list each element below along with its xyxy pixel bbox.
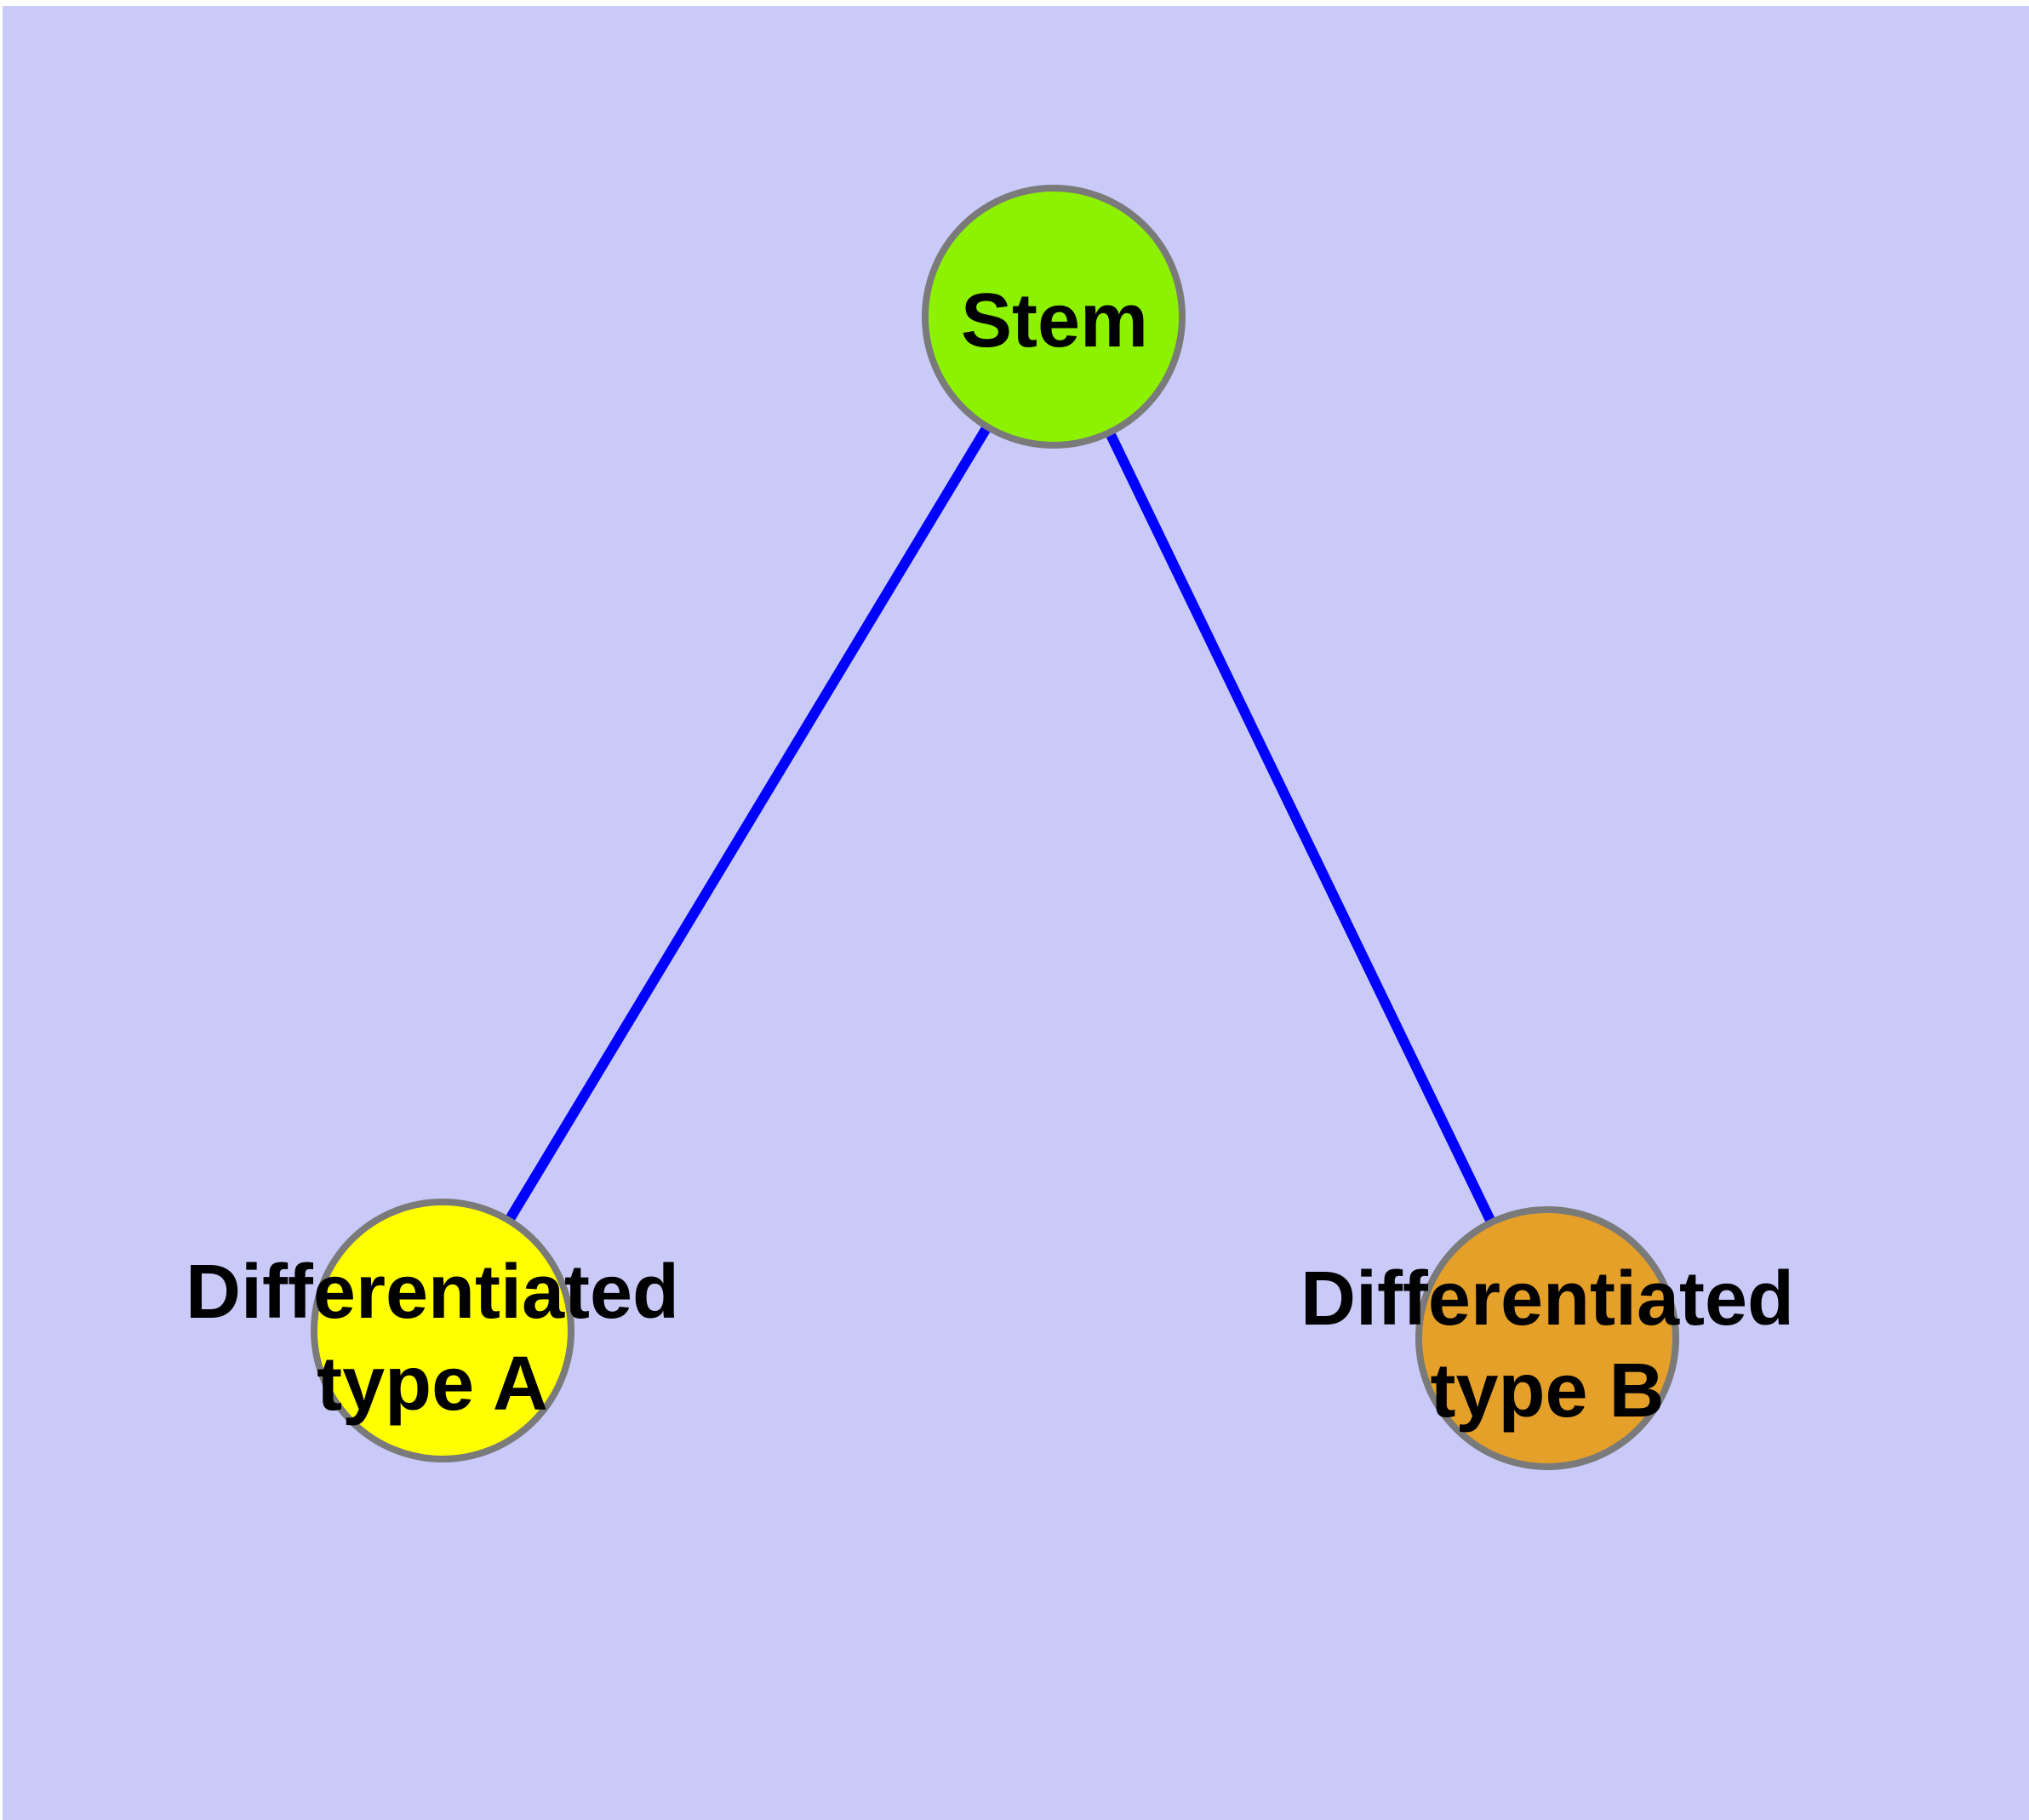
stem-node-label: Stem	[961, 278, 1148, 363]
type-b-label-line1: Differentiated	[1300, 1256, 1794, 1342]
type-a-label-line1: Differentiated	[186, 1250, 679, 1335]
type-b-label-line2: type B	[1430, 1348, 1664, 1434]
differentiated-type-a-node	[311, 1199, 574, 1462]
type-a-label-line2: type A	[317, 1342, 548, 1427]
edge-stem-to-type-a	[437, 313, 1059, 1334]
differentiated-type-b-node	[1415, 1206, 1679, 1470]
stem-node	[922, 185, 1186, 449]
edge-stem-to-type-b	[1049, 314, 1552, 1341]
